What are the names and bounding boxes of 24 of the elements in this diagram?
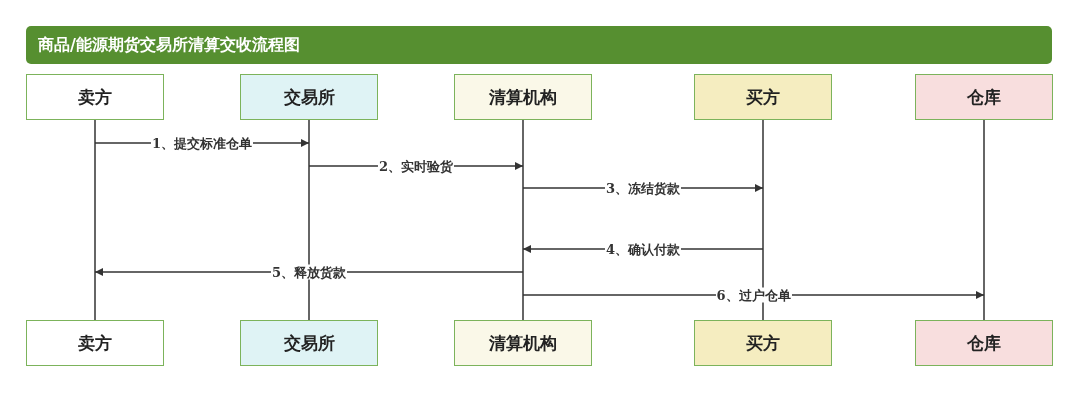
title-banner: 商品/能源期货交易所清算交收流程图 (26, 26, 1052, 64)
participant-box: 卖方 (26, 320, 164, 366)
participant-box: 仓库 (915, 320, 1053, 366)
edge-label: 2、实时验货 (378, 158, 454, 174)
edge-label: 1、提交标准仓单 (151, 135, 253, 151)
edge-label: 5、释放货款 (271, 264, 347, 280)
message-arrow (94, 268, 524, 276)
participant-box: 清算机构 (454, 320, 592, 366)
participant-box: 买方 (694, 320, 832, 366)
lifeline (94, 119, 96, 321)
participant-box: 清算机构 (454, 74, 592, 120)
participant-box: 交易所 (240, 320, 378, 366)
lifeline (762, 119, 764, 321)
participant-box: 交易所 (240, 74, 378, 120)
participant-box: 买方 (694, 74, 832, 120)
participant-box: 卖方 (26, 74, 164, 120)
message-arrow (522, 291, 985, 299)
lifeline (308, 119, 310, 321)
edge-label: 4、确认付款 (605, 241, 681, 257)
edge-label: 3、冻结货款 (605, 180, 681, 196)
participant-box: 仓库 (915, 74, 1053, 120)
edge-label: 6、过户仓单 (715, 287, 792, 303)
lifeline (983, 119, 985, 321)
lifeline (522, 119, 524, 321)
